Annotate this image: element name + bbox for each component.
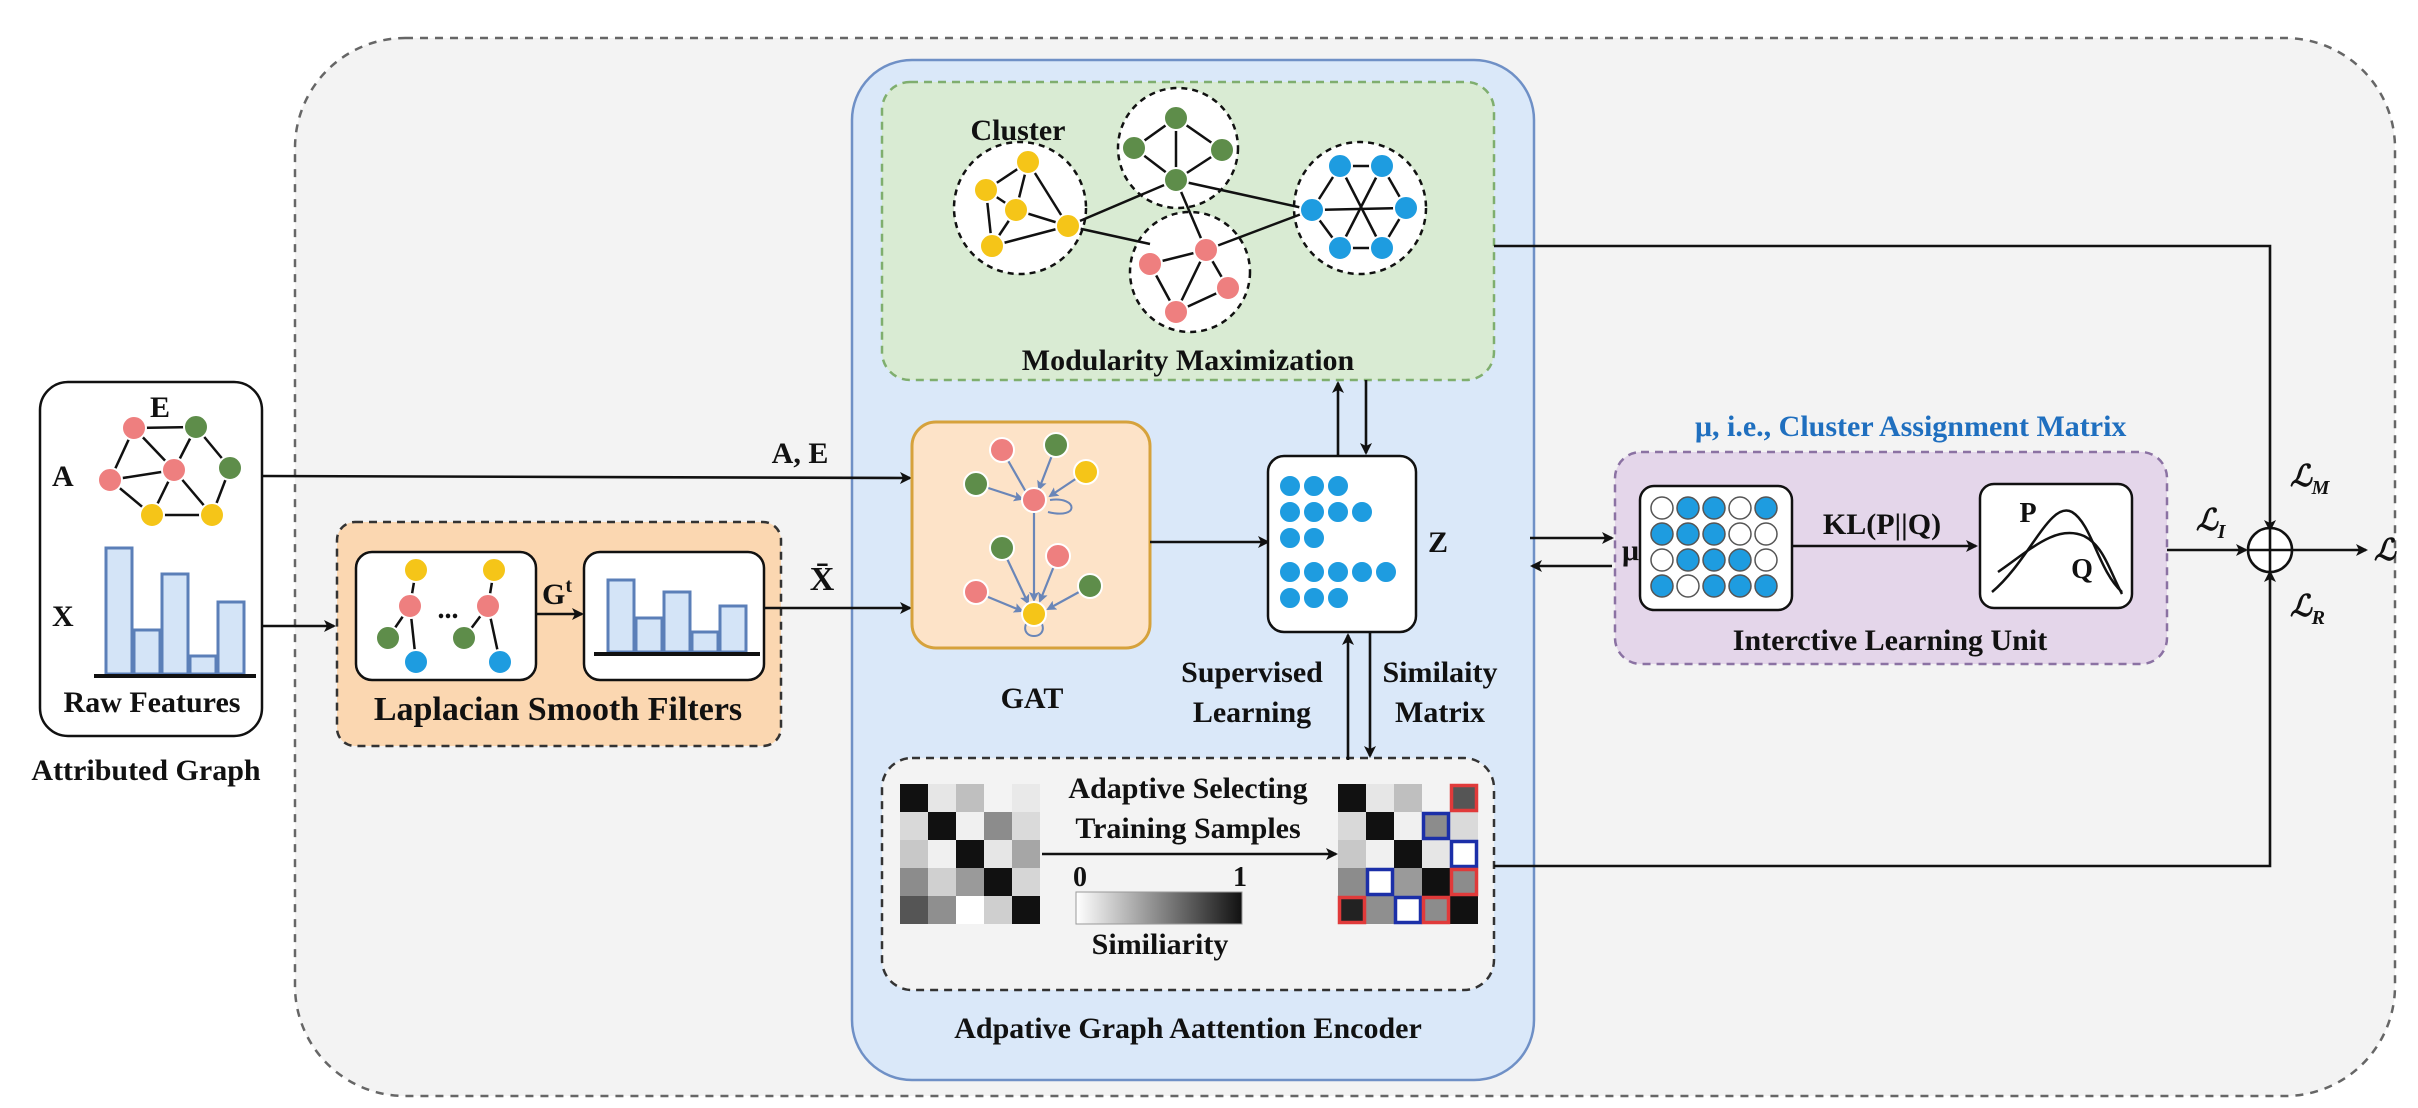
p-label: P <box>2019 498 2036 529</box>
similarity-matrix-left <box>900 784 1040 924</box>
supervised-line2: Learning <box>1193 696 1311 729</box>
attributed-graph-caption: Attributed Graph <box>31 754 260 787</box>
similarity-matrix-selected <box>1337 783 1479 925</box>
li-label: ℒI <box>2196 504 2227 543</box>
ae-label: A, E <box>772 437 829 470</box>
attributed-graph-network <box>97 414 243 528</box>
sampling-line2: Training Samples <box>1075 812 1300 845</box>
gat-title: GAT <box>1001 682 1064 715</box>
kl-label: KL(P||Q) <box>1823 508 1941 541</box>
xbar-label: X̄ <box>810 561 835 598</box>
lr-path <box>1494 570 2276 868</box>
embedding-dots <box>1278 474 1398 610</box>
smooth-ellipsis: ... <box>438 594 459 625</box>
gt-label: Gt <box>542 575 572 611</box>
gat-network <box>963 432 1103 637</box>
q-label: Q <box>2071 554 2093 585</box>
label-x: X <box>52 600 74 633</box>
similarity-colorbar <box>1075 891 1243 925</box>
label-e: E <box>150 391 170 424</box>
total-loss-label: ℒ <box>2374 534 2397 567</box>
similarity-line1: Similaity <box>1382 656 1497 689</box>
distribution-box <box>1978 482 2134 610</box>
embedding-box <box>1266 454 1418 634</box>
ae-arrow <box>261 471 912 484</box>
modularity-network <box>952 86 1428 334</box>
mu-label: μ <box>1622 534 1639 567</box>
lm-path <box>1494 244 2276 532</box>
distribution-p-curve <box>1991 509 2123 593</box>
lr-label: ℒR <box>2290 590 2325 629</box>
lm-label: ℒM <box>2290 460 2331 499</box>
scale-min: 0 <box>1073 862 1087 893</box>
distribution-q-curve <box>1997 531 2124 595</box>
z-label: Z <box>1428 526 1448 559</box>
laplacian-title: Laplacian Smooth Filters <box>374 691 742 728</box>
scale-label: Similiarity <box>1092 928 1229 961</box>
attributed-graph-box <box>38 380 264 738</box>
assignment-matrix-box <box>1638 484 1794 612</box>
interactive-title: Interctive Learning Unit <box>1733 624 2047 657</box>
scale-max: 1 <box>1233 862 1247 893</box>
smooth-graph-network <box>375 557 513 675</box>
cluster-label: Cluster <box>971 114 1066 147</box>
assignment-matrix-dots <box>1650 496 1778 598</box>
supervised-line1: Supervised <box>1181 656 1323 689</box>
modularity-title: Modularity Maximization <box>1022 344 1355 377</box>
raw-features-label: Raw Features <box>64 686 241 719</box>
label-a: A <box>52 460 74 493</box>
interactive-header: μ, i.e., Cluster Assignment Matrix <box>1695 410 2126 443</box>
encoder-title: Adpative Graph Aattention Encoder <box>954 1012 1422 1045</box>
similarity-line2: Matrix <box>1395 696 1485 729</box>
sampling-line1: Adaptive Selecting <box>1068 772 1307 805</box>
